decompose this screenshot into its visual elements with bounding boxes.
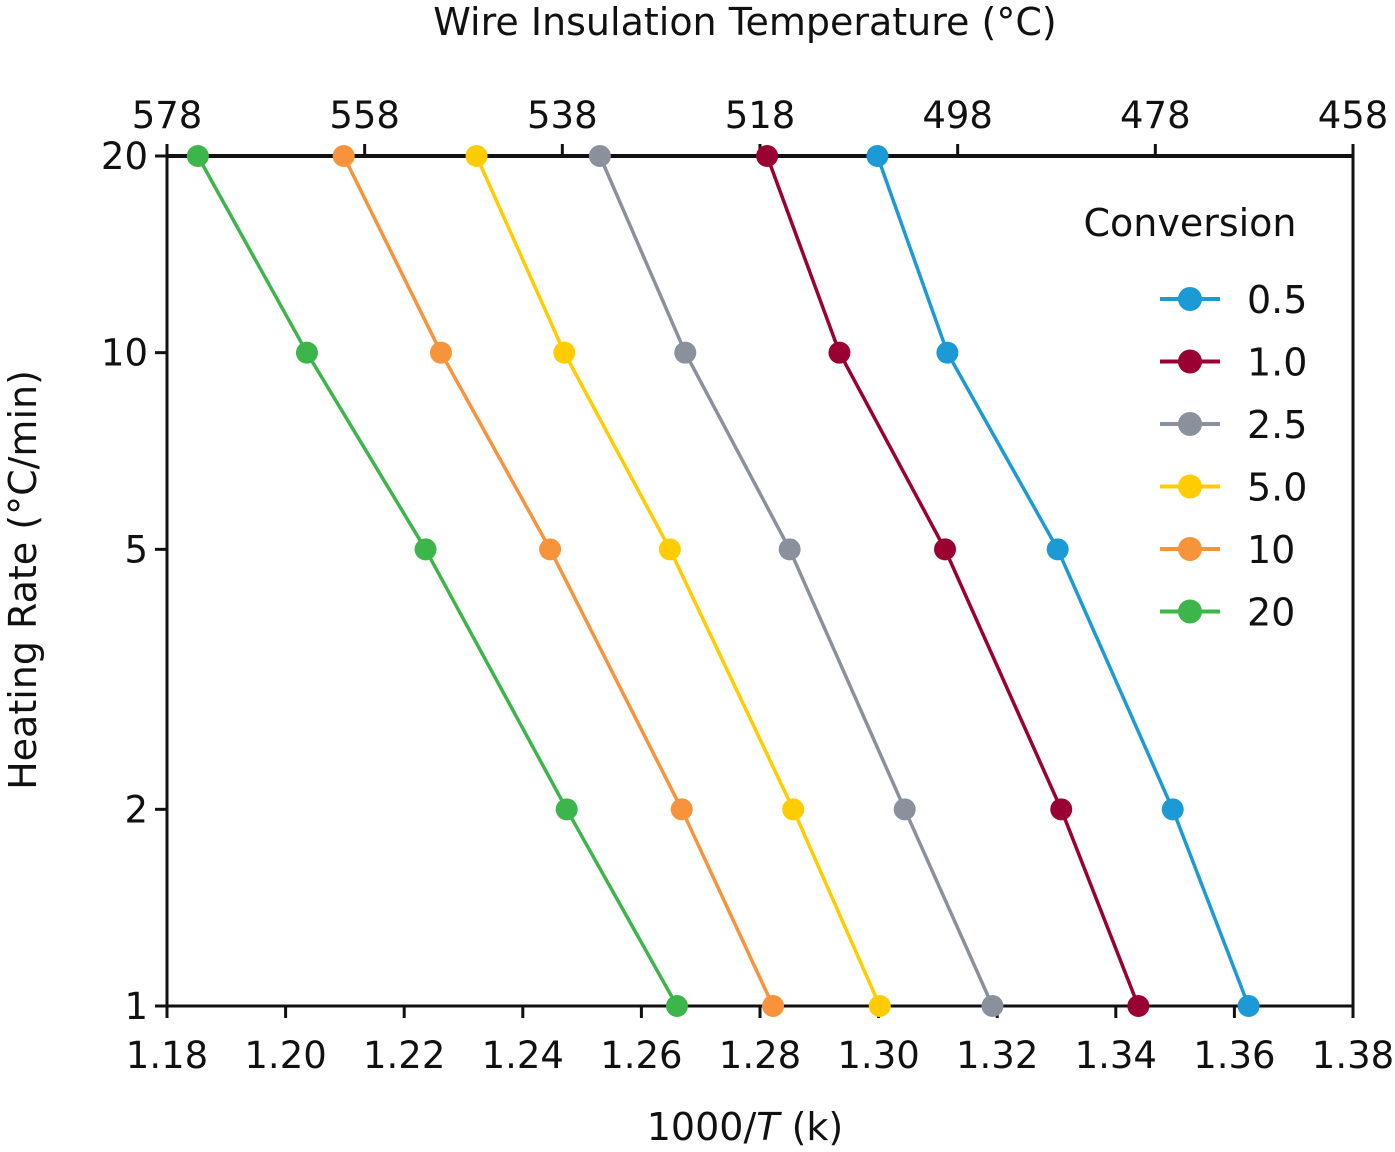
y-tick-label: 20 <box>101 135 148 178</box>
data-point <box>1046 538 1069 561</box>
legend-marker <box>1178 599 1202 624</box>
data-point <box>1127 995 1150 1017</box>
data-point <box>295 341 318 364</box>
data-point <box>756 145 779 167</box>
top-tick-label: 578 <box>132 94 203 137</box>
x-tick-label: 1.32 <box>956 1034 1038 1077</box>
top-tick-label: 478 <box>1120 94 1191 137</box>
legend-marker <box>1178 537 1202 561</box>
x-tick-label: 1.36 <box>1193 1034 1275 1077</box>
legend-marker <box>1178 287 1202 311</box>
legend-marker <box>1178 474 1202 499</box>
data-point <box>866 145 889 167</box>
data-point <box>186 145 209 167</box>
data-point <box>465 145 488 167</box>
y-tick-label: 1 <box>124 985 148 1028</box>
legend-label: 2.5 <box>1247 403 1307 447</box>
x-axis-title-suffix: (k) <box>779 1105 843 1149</box>
x-tick-label: 1.18 <box>126 1034 208 1077</box>
legend-marker <box>1178 412 1202 436</box>
y-tick-label: 2 <box>124 788 148 831</box>
data-point <box>539 538 562 561</box>
x-tick-label: 1.24 <box>482 1034 564 1077</box>
data-point <box>981 995 1004 1017</box>
data-point <box>665 995 688 1017</box>
top-tick-label: 518 <box>725 94 796 137</box>
legend-marker <box>1178 349 1202 374</box>
top-axis-title: Wire Insulation Temperature (°C) <box>433 0 1056 44</box>
legend-label: 1.0 <box>1247 341 1307 385</box>
data-point <box>762 995 785 1017</box>
legend: Conversion 0.5 1.0 2.5 5.0 10 20 <box>1083 201 1307 635</box>
y-tick-label: 10 <box>101 332 148 375</box>
top-tick-label: 558 <box>329 94 400 137</box>
x-tick-label: 1.28 <box>719 1034 801 1077</box>
legend-label: 20 <box>1247 591 1295 635</box>
data-point <box>1237 995 1260 1017</box>
series-line-20 <box>196 155 679 1007</box>
legend-label: 10 <box>1247 528 1295 572</box>
x-axis-title: 1000/T (k) <box>647 1105 843 1149</box>
x-tick-label: 1.22 <box>363 1034 445 1077</box>
x-tick-label: 1.38 <box>1312 1034 1394 1077</box>
x-axis-title-variable: T <box>756 1105 782 1149</box>
series-line-0.5 <box>875 155 1251 1007</box>
data-point <box>828 341 851 364</box>
data-point <box>1161 798 1184 821</box>
data-point <box>658 538 681 561</box>
data-point <box>782 798 805 821</box>
data-point <box>670 798 693 821</box>
x-tick-label: 1.26 <box>600 1034 682 1077</box>
x-tick-label: 1.34 <box>1075 1034 1157 1077</box>
data-point <box>414 538 437 561</box>
y-tick-label: 5 <box>124 528 148 571</box>
data-point <box>778 538 801 561</box>
data-point <box>553 341 576 364</box>
data-point <box>868 995 891 1017</box>
data-point <box>555 798 578 821</box>
data-point <box>674 341 697 364</box>
data-point <box>893 798 916 821</box>
top-tick-label: 458 <box>1318 94 1389 137</box>
plot-area: 1.18 1.20 1.22 1.24 1.26 1.28 1.30 1.32 1.34 1.36… <box>101 94 1394 1077</box>
series-line-2.5 <box>598 155 995 1007</box>
series-line-10 <box>342 155 775 1007</box>
data-point <box>332 145 355 167</box>
y-axis-title: Heating Rate (°C/min) <box>1 370 45 790</box>
data-point <box>936 341 959 364</box>
x-tick-label: 1.30 <box>837 1034 919 1077</box>
data-point <box>1050 798 1073 821</box>
data-point <box>934 538 957 561</box>
legend-label: 5.0 <box>1247 466 1307 510</box>
top-tick-label: 538 <box>527 94 598 137</box>
x-tick-label: 1.20 <box>244 1034 326 1077</box>
legend-title: Conversion <box>1083 201 1296 245</box>
data-point <box>429 341 452 364</box>
data-point <box>588 145 611 167</box>
x-axis-title-prefix: 1000/ <box>647 1105 757 1149</box>
top-tick-label: 498 <box>922 94 993 137</box>
series-line-5.0 <box>474 155 882 1007</box>
legend-label: 0.5 <box>1247 278 1307 322</box>
